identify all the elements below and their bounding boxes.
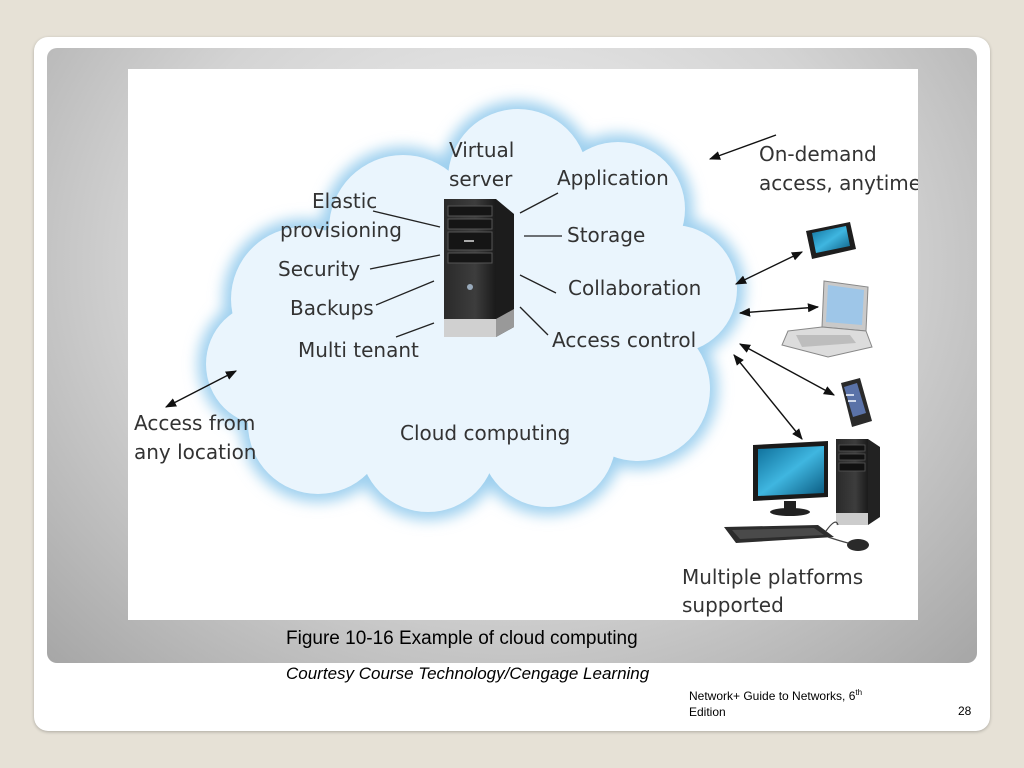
- label-cloud-computing: Cloud computing: [400, 421, 570, 445]
- laptop-icon: [781, 280, 873, 358]
- on-demand-arrow: [708, 134, 777, 160]
- label-elastic-line1: Elastic: [312, 189, 377, 213]
- label-virtual-line2: server: [449, 167, 513, 191]
- label-platforms-line2: supported: [682, 593, 784, 617]
- figure-credit: Courtesy Course Technology/Cengage Learn…: [286, 664, 650, 683]
- cloud-diagram: Elastic provisioning Security Backups Mu…: [134, 101, 918, 617]
- label-on-demand-access: On-demand access, anytime: [759, 142, 918, 195]
- server-tower-icon: [444, 199, 514, 337]
- access-arrows: [165, 134, 835, 440]
- smartphone-icon: [841, 378, 872, 427]
- service-connector-lines: [369, 192, 562, 338]
- cloud-computing-figure: Elastic provisioning Security Backups Mu…: [128, 69, 918, 620]
- label-access-from-line1: Access from: [134, 411, 255, 435]
- label-platforms-line1: Multiple platforms: [682, 565, 863, 589]
- footer-book-title-text: Network+ Guide to Networks, 6: [689, 689, 856, 703]
- location-arrow: [165, 370, 237, 408]
- label-access-from-line2: any location: [134, 440, 256, 464]
- desktop-arrow: [733, 354, 803, 440]
- laptop-arrow: [738, 303, 820, 317]
- label-access-from-any-location: Access from any location: [134, 411, 262, 464]
- tablet-icon: [806, 222, 856, 259]
- label-on-demand-line1: On-demand: [759, 142, 877, 166]
- label-virtual-server: Virtual server: [449, 138, 521, 191]
- label-multi-tenant: Multi tenant: [298, 338, 419, 362]
- label-application: Application: [557, 166, 669, 190]
- figure-caption: Figure 10-16 Example of cloud computing: [286, 628, 638, 649]
- label-elastic-line2: provisioning: [280, 218, 402, 242]
- footer-book-title: Network+ Guide to Networks, 6th Edition: [689, 688, 919, 720]
- tablet-arrow: [734, 251, 804, 285]
- footer-book-title-sup: th: [855, 688, 863, 697]
- footer-book-edition: Edition: [689, 705, 726, 719]
- label-access-control: Access control: [552, 328, 696, 352]
- label-elastic-provisioning: Elastic provisioning: [280, 189, 402, 242]
- desktop-computer-icon: [724, 439, 880, 551]
- label-collaboration: Collaboration: [568, 276, 701, 300]
- label-on-demand-line2: access, anytime: [759, 171, 918, 195]
- label-storage: Storage: [567, 223, 645, 247]
- label-backups: Backups: [290, 296, 374, 320]
- label-security: Security: [278, 257, 360, 281]
- label-virtual-line1: Virtual: [449, 138, 514, 162]
- label-multiple-platforms: Multiple platforms supported: [682, 565, 870, 617]
- page-number: 28: [958, 704, 972, 718]
